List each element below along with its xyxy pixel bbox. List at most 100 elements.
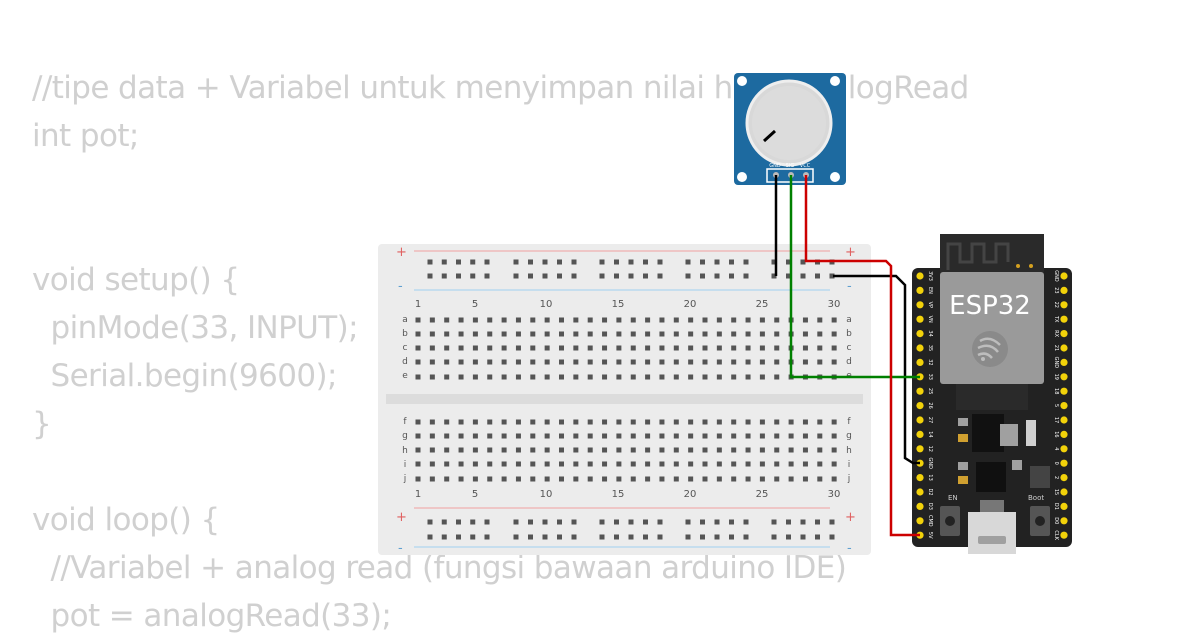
breadboard-hole[interactable]	[759, 331, 765, 337]
breadboard-hole[interactable]	[415, 345, 421, 351]
breadboard-hole[interactable]	[702, 317, 708, 323]
breadboard-hole[interactable]	[831, 419, 837, 425]
breadboard-hole[interactable]	[616, 461, 622, 467]
esp32-pin[interactable]	[1060, 286, 1068, 294]
breadboard-hole[interactable]	[788, 447, 794, 453]
breadboard-hole[interactable]	[429, 359, 435, 365]
breadboard-hole[interactable]	[831, 331, 837, 337]
breadboard-hole[interactable]	[557, 519, 562, 525]
breadboard-hole[interactable]	[501, 419, 507, 425]
breadboard-hole[interactable]	[771, 519, 777, 525]
breadboard-hole[interactable]	[630, 447, 636, 453]
esp32-pin[interactable]	[916, 445, 924, 453]
breadboard-hole[interactable]	[788, 433, 794, 439]
breadboard-hole[interactable]	[759, 461, 765, 467]
breadboard-hole[interactable]	[685, 519, 691, 525]
breadboard-hole[interactable]	[659, 345, 665, 351]
breadboard-hole[interactable]	[702, 419, 708, 425]
breadboard-hole[interactable]	[688, 317, 694, 323]
breadboard-hole[interactable]	[616, 374, 622, 380]
breadboard-hole[interactable]	[472, 331, 478, 337]
breadboard-hole[interactable]	[559, 476, 564, 482]
breadboard-hole[interactable]	[530, 476, 536, 482]
breadboard-hole[interactable]	[513, 534, 519, 540]
breadboard-hole[interactable]	[429, 447, 435, 453]
breadboard-hole[interactable]	[673, 461, 679, 467]
breadboard-hole[interactable]	[458, 359, 464, 365]
breadboard-hole[interactable]	[745, 374, 751, 380]
breadboard-hole[interactable]	[472, 359, 478, 365]
breadboard-hole[interactable]	[472, 447, 478, 453]
breadboard-hole[interactable]	[716, 345, 722, 351]
breadboard-hole[interactable]	[831, 317, 837, 323]
breadboard-hole[interactable]	[716, 447, 722, 453]
breadboard-hole[interactable]	[487, 359, 493, 365]
esp32-pin[interactable]	[1060, 344, 1068, 352]
breadboard-hole[interactable]	[487, 461, 493, 467]
breadboard-hole[interactable]	[602, 317, 608, 323]
breadboard-hole[interactable]	[427, 259, 433, 265]
breadboard-hole[interactable]	[815, 534, 820, 540]
breadboard-hole[interactable]	[616, 359, 622, 365]
breadboard-hole[interactable]	[515, 374, 521, 380]
breadboard-hole[interactable]	[700, 534, 705, 540]
breadboard-hole[interactable]	[587, 374, 593, 380]
breadboard-hole[interactable]	[456, 519, 461, 525]
breadboard-hole[interactable]	[731, 374, 737, 380]
breadboard-hole[interactable]	[731, 476, 737, 482]
breadboard-hole[interactable]	[700, 273, 705, 279]
breadboard-hole[interactable]	[515, 419, 521, 425]
esp32-pin[interactable]	[916, 387, 924, 395]
breadboard-hole[interactable]	[501, 317, 507, 323]
breadboard-hole[interactable]	[645, 374, 651, 380]
breadboard-hole[interactable]	[587, 476, 593, 482]
breadboard-hole[interactable]	[501, 476, 507, 482]
breadboard-hole[interactable]	[643, 273, 648, 279]
breadboard-hole[interactable]	[774, 345, 780, 351]
breadboard-hole[interactable]	[645, 476, 651, 482]
esp32-pin[interactable]	[1060, 272, 1068, 280]
breadboard-hole[interactable]	[487, 374, 493, 380]
breadboard-hole[interactable]	[444, 374, 450, 380]
breadboard-hole[interactable]	[688, 359, 694, 365]
breadboard-hole[interactable]	[685, 273, 691, 279]
breadboard-hole[interactable]	[688, 374, 694, 380]
breadboard-hole[interactable]	[774, 317, 780, 323]
breadboard-hole[interactable]	[659, 374, 665, 380]
breadboard-hole[interactable]	[587, 331, 593, 337]
breadboard-hole[interactable]	[557, 534, 562, 540]
breadboard-hole[interactable]	[659, 359, 665, 365]
breadboard-hole[interactable]	[415, 433, 421, 439]
breadboard-hole[interactable]	[415, 419, 421, 425]
breadboard-hole[interactable]	[429, 419, 435, 425]
breadboard-hole[interactable]	[716, 433, 722, 439]
breadboard-hole[interactable]	[659, 476, 665, 482]
esp32-pin[interactable]	[1060, 430, 1068, 438]
breadboard-hole[interactable]	[470, 273, 476, 279]
breadboard-hole[interactable]	[458, 419, 464, 425]
breadboard-hole[interactable]	[602, 447, 608, 453]
breadboard-hole[interactable]	[559, 317, 564, 323]
breadboard-hole[interactable]	[528, 519, 533, 525]
breadboard-hole[interactable]	[630, 433, 636, 439]
breadboard-hole[interactable]	[702, 461, 708, 467]
breadboard-hole[interactable]	[427, 273, 433, 279]
usb-connector[interactable]	[968, 512, 1016, 554]
esp32-pin[interactable]	[916, 330, 924, 338]
breadboard-hole[interactable]	[817, 359, 823, 365]
breadboard-hole[interactable]	[630, 476, 636, 482]
breadboard-hole[interactable]	[487, 447, 493, 453]
breadboard-hole[interactable]	[515, 461, 521, 467]
breadboard-hole[interactable]	[745, 331, 751, 337]
breadboard-hole[interactable]	[731, 359, 737, 365]
breadboard-hole[interactable]	[444, 419, 450, 425]
breadboard-hole[interactable]	[470, 259, 476, 265]
breadboard-hole[interactable]	[616, 331, 622, 337]
breadboard-hole[interactable]	[513, 519, 519, 525]
breadboard-hole[interactable]	[528, 534, 533, 540]
esp32-pin[interactable]	[1060, 445, 1068, 453]
breadboard-hole[interactable]	[470, 519, 476, 525]
breadboard-hole[interactable]	[817, 433, 823, 439]
breadboard-hole[interactable]	[573, 447, 579, 453]
breadboard-hole[interactable]	[729, 259, 734, 265]
